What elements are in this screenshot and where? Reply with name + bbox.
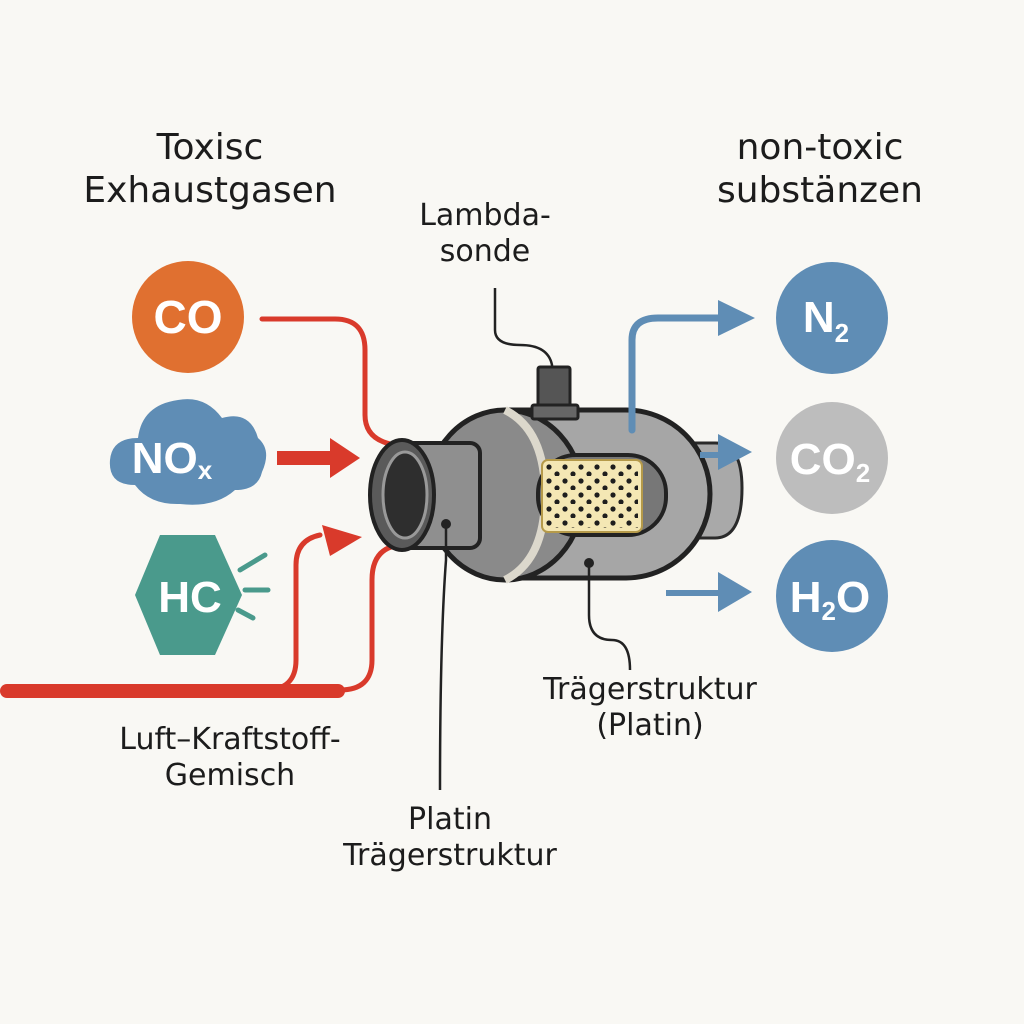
nox-label: NOx	[132, 434, 213, 485]
n2-badge	[776, 262, 888, 374]
mixture-flow-line-lower	[337, 542, 403, 693]
h2o-arrow	[666, 572, 752, 612]
hc-arrow	[322, 525, 362, 556]
hc-flow-line	[262, 532, 323, 693]
h2o-label: H2O	[790, 573, 870, 626]
co-badge	[132, 261, 244, 373]
n2-flow-line	[628, 314, 722, 434]
input-co: CO	[132, 261, 244, 373]
n2-arrow	[718, 300, 755, 336]
co-label: CO	[154, 291, 223, 343]
co2-label: CO2	[790, 435, 870, 488]
leader-lines	[438, 525, 632, 791]
co2-arrow	[700, 434, 752, 470]
sensor-mount	[530, 403, 580, 421]
sensor-cable	[493, 288, 554, 368]
hc-label: HC	[158, 573, 222, 622]
substrate-pores	[546, 464, 638, 528]
platinum-substrate-label: Platin Trägerstruktur	[343, 802, 557, 873]
lambda-sensor	[536, 365, 572, 409]
output-n2: N2	[776, 262, 888, 374]
hc-rays	[235, 552, 271, 621]
lambda-sensor-label: Lambda- sonde	[419, 198, 551, 269]
h2o-badge	[776, 540, 888, 652]
output-h2o: H2O	[776, 540, 888, 652]
nox-arrow	[277, 438, 360, 478]
n2-label: N2	[803, 293, 849, 348]
output-heading: non-toxic substänzen	[716, 127, 924, 212]
air-fuel-mixture-label: Luft–Kraftstoff- Gemisch	[119, 722, 341, 793]
output-co2: CO2	[776, 402, 888, 514]
substrate-platinum-label: Trägerstruktur (Platin)	[543, 672, 757, 743]
mixture-inlet-pipe	[0, 684, 345, 698]
nox-cloud	[109, 399, 267, 505]
hc-hexagon	[135, 535, 242, 655]
co-flow-line	[259, 316, 398, 448]
inlet-opening	[381, 450, 429, 540]
input-hc: HC	[135, 535, 271, 655]
substrate-leader-dot	[584, 558, 594, 568]
input-heading: Toxisc Exhaustgasen	[83, 127, 337, 212]
input-nox: NOx	[109, 399, 267, 505]
inlet-leader-dot	[441, 519, 451, 529]
co2-badge	[776, 402, 888, 514]
